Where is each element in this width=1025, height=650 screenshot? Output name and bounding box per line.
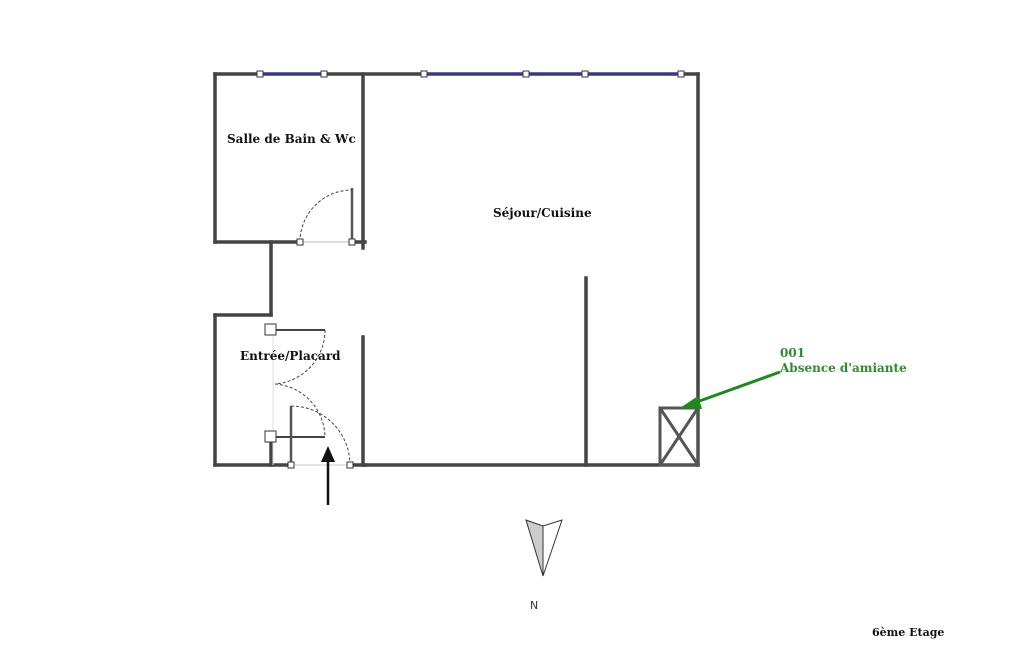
- compass-label: N: [530, 599, 539, 612]
- annotation-text: Absence d'amiante: [780, 361, 907, 375]
- annotation-code: 001: [780, 346, 806, 360]
- annotation-arrow: [680, 370, 781, 409]
- doors: [264, 188, 356, 469]
- compass-icon: [525, 519, 563, 577]
- room-label-bathroom: Salle de Bain & Wc: [227, 132, 356, 146]
- entrance-arrow: [321, 446, 335, 505]
- room-label-entry: Entrée/Placard: [240, 349, 341, 363]
- windows: [256, 70, 685, 78]
- cupboard-box: [658, 406, 700, 467]
- room-label-living: Séjour/Cuisine: [493, 206, 592, 220]
- floor-label: 6ème Etage: [872, 626, 945, 639]
